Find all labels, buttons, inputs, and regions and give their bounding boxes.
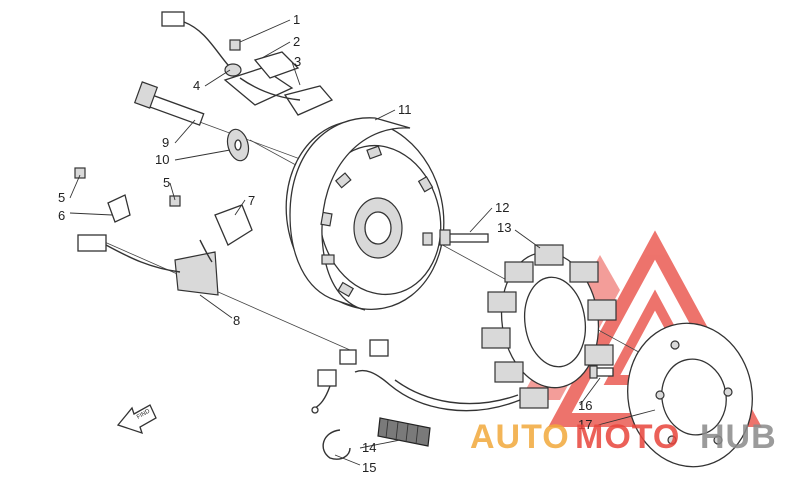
stator-bolt: [439, 229, 489, 246]
stator-screw: [589, 365, 614, 379]
leader-lines: [69, 19, 656, 466]
callout-16: 16: [578, 398, 592, 413]
callout-4: 4: [193, 78, 200, 93]
watermark-hub: HUB: [700, 418, 777, 456]
find-arrow: FIND: [116, 404, 157, 435]
sensor-assembly: [74, 167, 253, 296]
watermark-auto: AUTO: [470, 418, 570, 456]
callout-17: 17: [578, 417, 592, 432]
callout-13: 13: [497, 220, 511, 235]
callout-8: 8: [233, 313, 240, 328]
callout-6: 6: [58, 208, 65, 223]
watermark-text: AUTO MOTO HUB: [470, 418, 777, 456]
stator: [481, 244, 617, 409]
callout-5b: 5: [163, 175, 170, 190]
callout-11: 11: [398, 102, 412, 117]
callout-12: 12: [495, 200, 509, 215]
retaining-clip: [322, 429, 351, 460]
callout-10: 10: [155, 152, 169, 167]
callout-15: 15: [362, 460, 376, 475]
callout-1: 1: [293, 12, 300, 27]
flywheel-washer: [226, 128, 250, 162]
callout-numbers: 1 2 3 4 5 5 6 7 8 9 10 11 12 13 14 15 16…: [58, 12, 592, 475]
callout-7: 7: [248, 193, 255, 208]
wire-loom: [377, 417, 431, 447]
callout-9: 9: [162, 135, 169, 150]
callout-5a: 5: [58, 190, 65, 205]
callout-2: 2: [293, 34, 300, 49]
callout-3: 3: [294, 54, 301, 69]
stator-wiring-harness: [311, 339, 521, 414]
pulse-coil-assembly: [161, 11, 334, 116]
watermark-moto: MOTO: [575, 418, 680, 456]
flywheel-bolt: [133, 81, 205, 126]
flywheel: [285, 117, 445, 311]
stator-plate: [627, 322, 753, 468]
callout-14: 14: [362, 440, 376, 455]
